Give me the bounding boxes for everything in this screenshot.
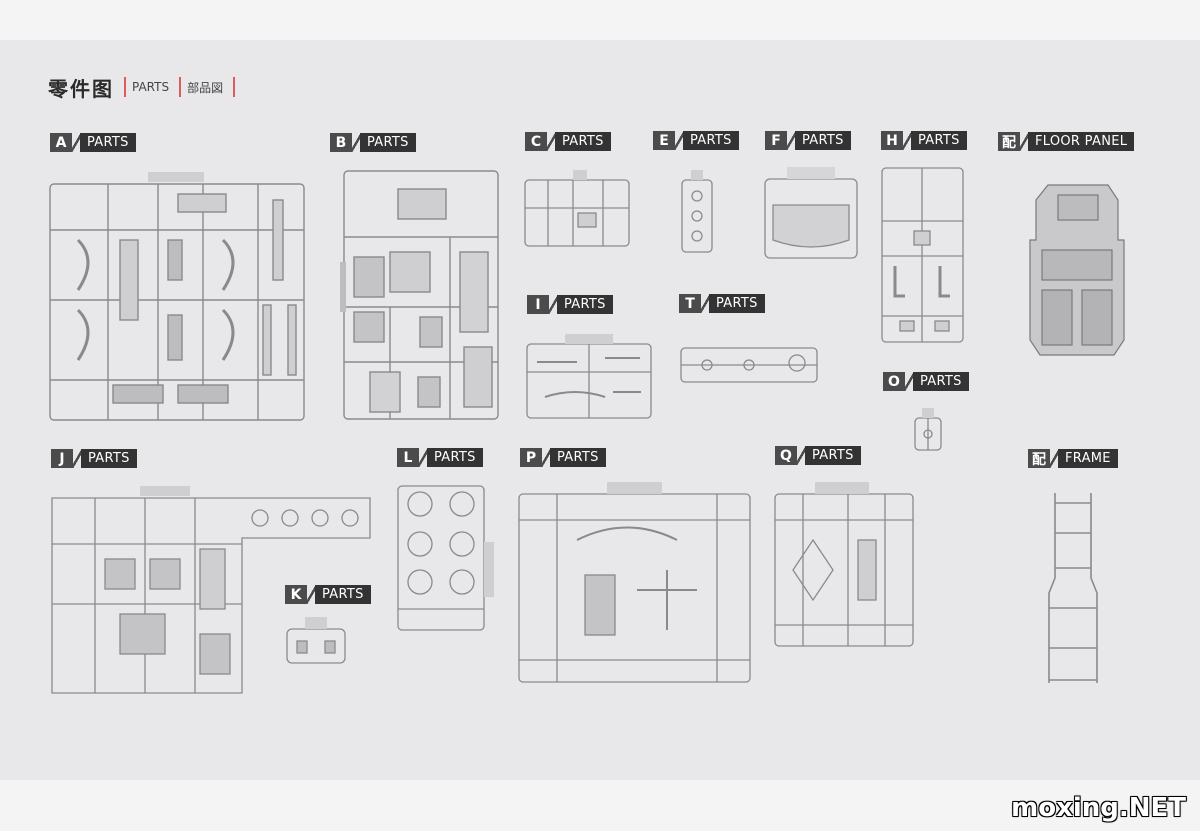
sprue-H-drawing — [880, 166, 965, 344]
sprue-T-drawing — [679, 346, 819, 384]
header-divider — [124, 77, 126, 97]
sprue-L-drawing — [396, 484, 496, 632]
sprue-O-drawing — [913, 406, 943, 452]
sprue-J-drawing — [50, 484, 372, 695]
sprue-I-drawing — [525, 332, 653, 420]
page-title-jp: 部品図 — [187, 80, 224, 95]
sprue-A-drawing — [48, 170, 306, 422]
page-top-margin — [0, 0, 1200, 40]
sprue-Q-drawing — [773, 480, 915, 648]
page-bottom-margin — [0, 780, 1200, 831]
frame-drawing — [1043, 488, 1103, 688]
sprue-P-drawing — [517, 480, 752, 684]
header-divider — [179, 77, 182, 97]
header-divider — [233, 77, 236, 97]
page-title-en: PARTS — [132, 80, 170, 94]
sprue-F-drawing — [763, 165, 859, 260]
sprue-E-drawing — [680, 168, 714, 254]
sprue-C-drawing — [523, 168, 631, 248]
watermark-text: moxing.NET — [1011, 793, 1186, 823]
page-title-zh: 零件图 — [48, 76, 114, 101]
sprue-K-drawing — [285, 615, 347, 665]
sprue-B-drawing — [340, 167, 502, 422]
page-header: 零件图 PARTS 部品図 — [48, 74, 241, 101]
floor-panel-drawing — [1028, 180, 1126, 358]
